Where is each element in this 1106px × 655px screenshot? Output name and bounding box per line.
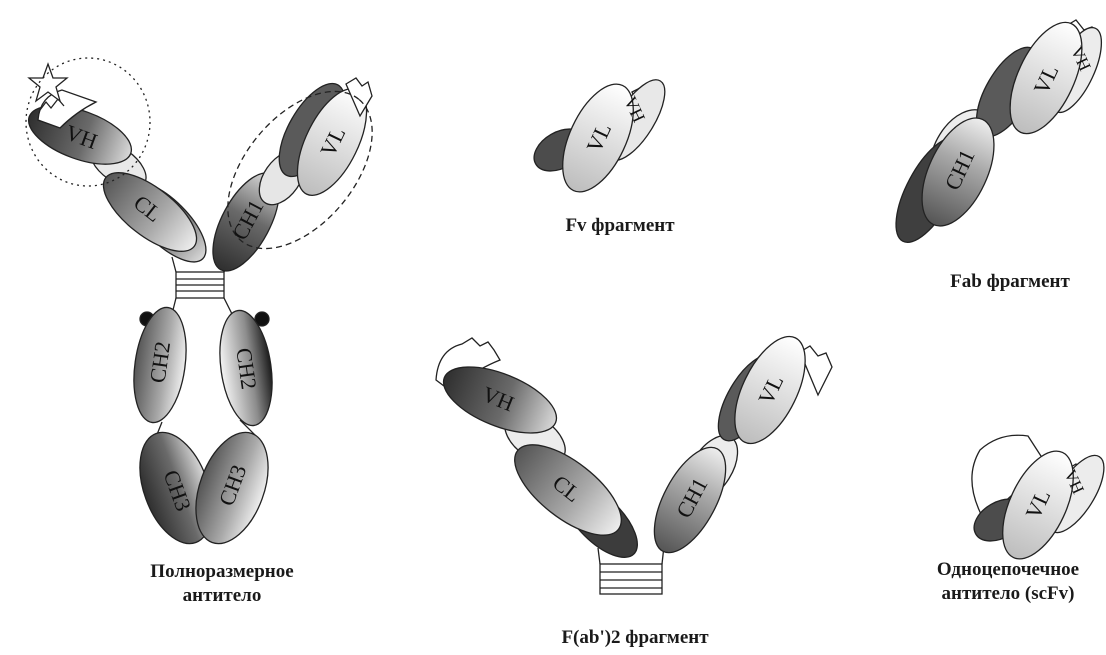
caption-fab2: F(ab')2 фрагмент bbox=[520, 626, 750, 650]
caption-fab: Fab фрагмент bbox=[910, 270, 1106, 294]
caption-scfv-line2: антитело (scFv) bbox=[910, 582, 1106, 606]
fab-fragment bbox=[882, 12, 1106, 252]
caption-full-antibody: Полноразмерное антитело bbox=[112, 560, 332, 608]
caption-full-line1: Полноразмерное bbox=[112, 560, 332, 584]
fab2-fragment bbox=[435, 326, 832, 594]
hinge bbox=[176, 272, 224, 298]
caption-fv: Fv фрагмент bbox=[520, 214, 720, 238]
caption-scfv-line1: Одноцепочечное bbox=[910, 558, 1106, 582]
caption-scfv: Одноцепочечное антитело (scFv) bbox=[910, 558, 1106, 606]
caption-full-line2: антитело bbox=[112, 584, 332, 608]
